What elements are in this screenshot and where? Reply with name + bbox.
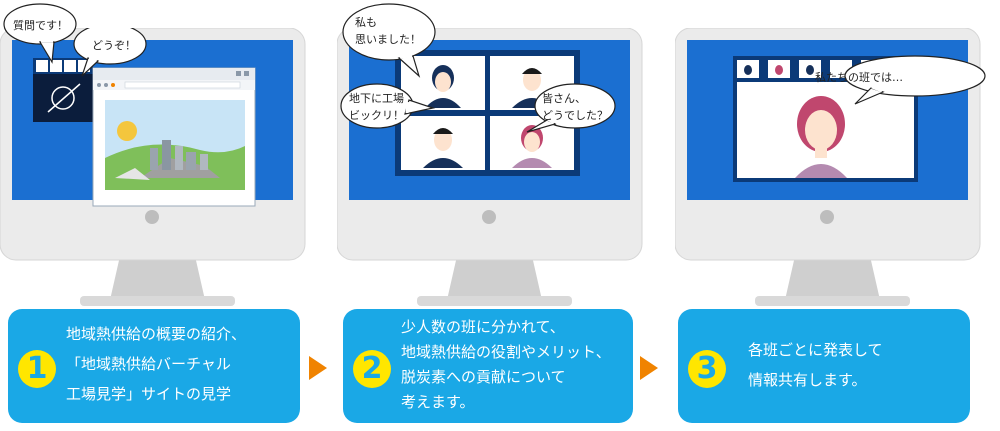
monitor-stand	[447, 256, 542, 300]
step-2-panel: 私も 思いました！ 地下に工場 ビックリ！ 皆さん、 どうでした？ 2 少人数の…	[337, 0, 652, 431]
caption-line: 情報共有します。	[748, 371, 867, 389]
monitor-stand	[785, 256, 880, 300]
presenter-woman-icon	[795, 96, 847, 178]
bubble-line: 地下に工場	[349, 92, 404, 105]
caption-line: 少人数の班に分かれて、	[401, 318, 565, 336]
step-number-badge: 1	[18, 350, 56, 388]
bubble-line: 思いました！	[355, 33, 421, 46]
bubble-text-surprise: 地下に工場 ビックリ！	[349, 90, 404, 124]
speech-bubble-presentation	[844, 55, 986, 105]
monitor-2	[337, 28, 643, 306]
bubble-text-presentation: 私たちの班では…	[815, 71, 903, 84]
step-number-badge: 3	[688, 350, 726, 388]
bubble-text-question-all: 皆さん、 どうでした？	[542, 90, 608, 124]
participant-man-icon	[423, 128, 463, 168]
caption-box-1: 1 地域熱供給の概要の紹介、 「地域熱供給バーチャル 工場見学」サイトの見学	[8, 309, 300, 423]
monitor-button	[482, 210, 496, 224]
arrow-right-icon	[309, 356, 327, 380]
step-number-badge: 2	[353, 350, 391, 388]
bubble-line: ビックリ！	[349, 109, 404, 122]
step-1-panel: 質問です！ どうぞ！ 質問です！ 1 地域熱供給の概要の紹介、 「地域熱供給バー…	[0, 0, 315, 431]
caption-line: 地域熱供給の概要の紹介、	[66, 325, 247, 343]
bubble-line: 私も	[355, 16, 377, 29]
monitor-stand	[110, 256, 205, 300]
caption-text: 各班ごとに発表して 情報共有します。	[748, 335, 883, 395]
monitor-1	[0, 28, 306, 306]
bubble-line: 皆さん、	[542, 92, 586, 105]
caption-line: 工場見学」サイトの見学	[66, 385, 232, 403]
caption-box-2: 2 少人数の班に分かれて、 地域熱供給の役割やメリット、 脱炭素への貢献について…	[343, 309, 633, 423]
monitor-button	[820, 210, 834, 224]
speech-bubble-answer	[73, 28, 147, 77]
caption-line: 各班ごとに発表して	[748, 341, 883, 359]
monitor-base	[417, 296, 572, 306]
arrow-right-icon	[640, 356, 658, 380]
caption-box-3: 3 各班ごとに発表して 情報共有します。	[678, 309, 970, 423]
bubble-text-question-overlay: 質問です！	[13, 19, 68, 32]
bubble-top-1	[3, 3, 77, 40]
participant-woman-icon	[425, 65, 461, 108]
speech-bubble-question-all	[526, 83, 616, 133]
participant-woman-icon	[512, 125, 552, 168]
caption-line: 地域熱供給の役割やメリット、	[401, 343, 611, 361]
monitor-base	[755, 296, 910, 306]
bubble-text-agree: 私も 思いました！	[355, 14, 421, 48]
bubble-line: どうでした？	[542, 109, 608, 122]
caption-line: 「地域熱供給バーチャル	[66, 355, 231, 373]
city-illustration	[105, 100, 245, 190]
caption-line: 脱炭素への貢献について	[401, 368, 566, 386]
bubble-text-answer: どうぞ！	[92, 39, 136, 52]
caption-text: 少人数の班に分かれて、 地域熱供給の役割やメリット、 脱炭素への貢献について 考…	[401, 315, 611, 415]
slide-diagram	[51, 86, 75, 110]
speech-bubble-surprise	[340, 83, 436, 129]
monitor-button	[145, 210, 159, 224]
caption-line: 考えます。	[401, 393, 475, 411]
monitor-3	[675, 28, 986, 306]
speech-bubble-agree	[342, 3, 436, 78]
caption-text: 地域熱供給の概要の紹介、 「地域熱供給バーチャル 工場見学」サイトの見学	[66, 319, 246, 409]
step-3-panel: 私たちの班では… 3 各班ごとに発表して 情報共有します。	[675, 0, 990, 431]
monitor-base	[80, 296, 235, 306]
